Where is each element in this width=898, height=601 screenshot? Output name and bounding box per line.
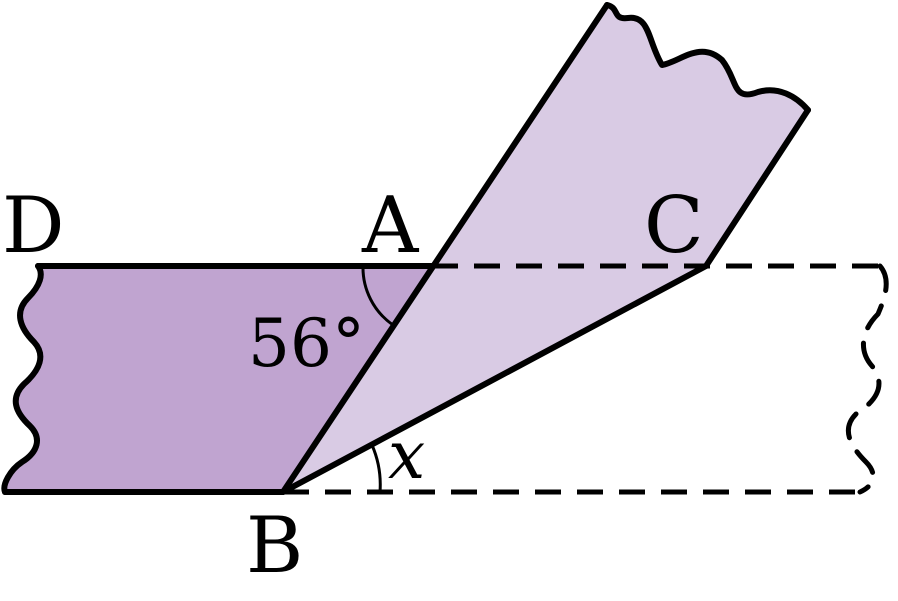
torn-edge-top bbox=[604, 2, 811, 113]
label-C: C bbox=[644, 181, 704, 271]
dashed-torn-edge-right bbox=[845, 263, 889, 495]
label-D: D bbox=[2, 181, 65, 271]
angle-arc-B bbox=[370, 444, 382, 493]
edge-BC bbox=[280, 263, 709, 495]
label-B: B bbox=[246, 501, 303, 591]
strip-unfolded-region bbox=[4, 266, 433, 492]
angle-label-x: x bbox=[388, 417, 425, 494]
strip-folded-flap bbox=[283, 5, 808, 492]
angle-label-56: 56° bbox=[248, 305, 365, 382]
fold-line-BA bbox=[280, 2, 610, 495]
angle-arc-A bbox=[361, 265, 394, 327]
torn-edge-left bbox=[1, 263, 44, 495]
edge-C-top bbox=[703, 107, 811, 269]
label-A: A bbox=[361, 181, 420, 271]
